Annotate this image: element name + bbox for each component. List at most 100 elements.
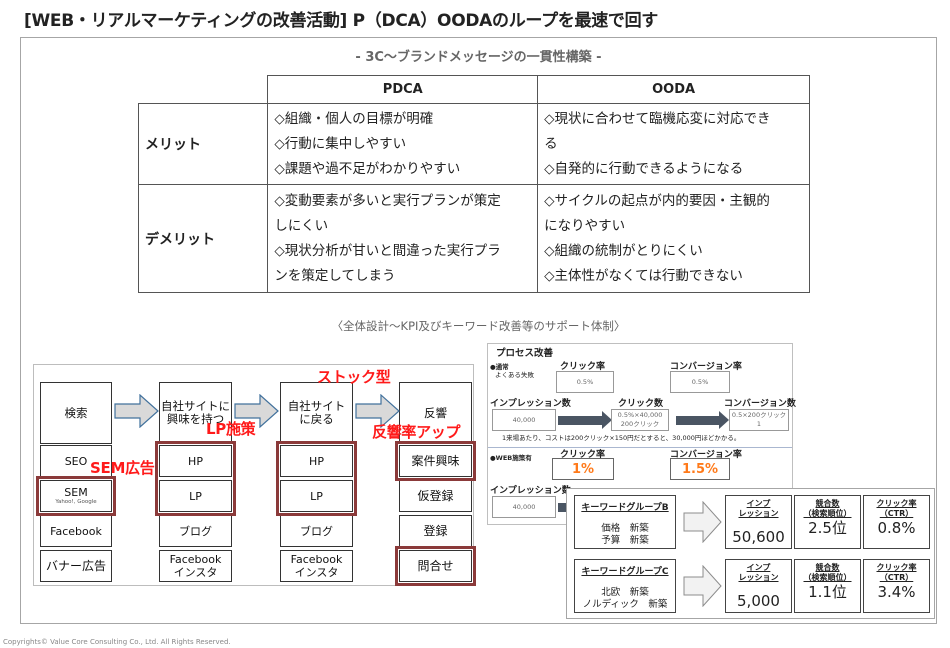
response-label: 仮登録 — [417, 488, 454, 503]
clicks-label: クリック数 — [618, 399, 664, 409]
cell-line: ◇自発的に行動できるようになる — [544, 160, 744, 177]
keyword-group-c: キーワードグループC 北欧 新築 ノルディック 新築 — [574, 559, 676, 613]
process-arrow-icon — [676, 411, 729, 429]
keyword-arrow-icon — [683, 501, 722, 543]
conv-line: 0.5×200クリック — [731, 411, 787, 419]
web-cvr-label: コンバージョン率 — [670, 450, 742, 460]
ctr-value: 3.4% — [877, 583, 916, 601]
response-registration: 登録 — [399, 515, 472, 547]
channel-label: Facebook — [50, 524, 102, 538]
channel-hp: HP — [159, 445, 232, 477]
row-label-merit: メリット — [137, 103, 269, 185]
web-cvr-box: 1.5% — [670, 458, 730, 480]
channel-label: Facebook — [169, 553, 222, 566]
demerit-ooda-cell: ◇サイクルの起点が内的要因・主観的 になりやすい ◇組織の統制がとりにくい ◇主… — [537, 184, 810, 293]
table-corner — [138, 75, 269, 104]
channel-label: LP — [310, 489, 323, 503]
process-title: プロセス改善 — [496, 348, 554, 359]
rank-value: 2.5位 — [808, 519, 847, 537]
support-heading: 〈全体設計〜KPI及びキーワード改善等のサポート体制〉 — [331, 319, 626, 333]
web-ctr-label: クリック率 — [560, 450, 606, 460]
cell-line: る — [544, 135, 558, 152]
metric-head: クリック率 — [876, 563, 917, 572]
impressions-value: 5,000 — [737, 592, 780, 610]
flow-arrow-icon — [234, 394, 279, 428]
channel-label: Facebook — [290, 553, 343, 566]
metric-head: （CTR） — [879, 508, 914, 518]
channel-label: LP — [189, 489, 202, 503]
channel-label: SEM — [64, 486, 88, 499]
merit-ooda-cell: ◇現状に合わせて臨機応変に対応でき る ◇自発的に行動できるようになる — [537, 103, 810, 185]
stage-label: 検索 — [64, 405, 88, 420]
stage-label: 自社サイト — [287, 399, 346, 413]
cell-line: ◇行動に集中しやすい — [274, 135, 407, 152]
metric-head: 競合数 — [815, 563, 840, 572]
normal-sublabel: よくある失敗 — [495, 371, 534, 379]
normal-cvr-box: 0.5% — [670, 371, 730, 393]
impressions-label: インプレッション数 — [490, 399, 571, 409]
normal-ctr-value: 0.5% — [576, 377, 594, 386]
metric-head: レッション — [738, 508, 779, 518]
channel-blog: ブログ — [280, 515, 353, 547]
impressions-value: 40,000 — [512, 415, 536, 424]
cell-line: ◇現状分析が甘いと間違った実行プラ — [274, 242, 501, 259]
channel-sublabel: Yahoo!, Google — [55, 499, 97, 505]
cell-line: ◇課題や過不足がわかりやすい — [274, 160, 461, 177]
row-label-demerit: デメリット — [137, 184, 269, 293]
metric-head: レッション — [738, 572, 779, 582]
web-impressions-value: 40,000 — [512, 502, 536, 511]
channel-facebook: Facebook — [40, 515, 112, 547]
metric-head: （検索順位） — [803, 572, 852, 582]
rank-metric: 競合数（検索順位） 1.1位 — [794, 559, 861, 613]
flow-arrow-icon — [114, 394, 159, 428]
column-header-ooda: OODA — [537, 75, 810, 104]
keyword-arrow-icon — [683, 565, 722, 607]
channel-hp: HP — [280, 445, 353, 477]
cell-line: ◇主体性がなくては行動できない — [544, 267, 743, 284]
metric-head: 競合数 — [815, 499, 840, 508]
cell-line: になりやすい — [544, 217, 626, 234]
response-label: 問合せ — [417, 558, 454, 573]
channel-blog: ブログ — [159, 515, 232, 547]
keyword-term: ノルディック 新築 — [582, 599, 668, 610]
annotation-sem: SEM広告 — [90, 459, 155, 477]
clicks-line: 200クリック — [620, 420, 660, 428]
web-ctr-value: 1% — [571, 461, 595, 477]
keyword-term: 予算 新築 — [601, 535, 649, 546]
conv-line: 1 — [756, 420, 762, 428]
keyword-term: 北欧 新築 — [601, 587, 649, 598]
highlight-interest — [395, 441, 476, 481]
conversions-box: 0.5×200クリック 1 — [729, 409, 789, 431]
table-row-merit: メリット ◇組織・個人の目標が明確 ◇行動に集中しやすい ◇課題や過不足がわかり… — [137, 103, 810, 185]
normal-cvr-value: 0.5% — [691, 377, 709, 386]
channel-label: バナー広告 — [45, 558, 106, 573]
table-header-row: PDCA OODA — [138, 75, 810, 104]
impressions-value: 50,600 — [732, 528, 785, 546]
copyright-footer: Copyrights© Value Core Consulting Co., L… — [3, 638, 231, 646]
metric-head: インプ — [746, 499, 771, 508]
channel-seo: SEO — [40, 445, 112, 477]
process-divider — [488, 447, 792, 448]
ctr-metric: クリック率（CTR） 0.8% — [863, 495, 930, 549]
keyword-group-panel: キーワードグループB 価格 新築 予算 新築 インプレッション 50,600 競… — [566, 488, 935, 619]
keyword-term: 価格 新築 — [601, 523, 649, 534]
response-label: 登録 — [423, 523, 448, 538]
channel-lp: LP — [159, 480, 232, 512]
process-arrow-icon — [558, 411, 612, 429]
highlight-sem — [36, 476, 116, 516]
channel-banner-ad: バナー広告 — [40, 550, 112, 582]
cell-line: しにくい — [274, 217, 329, 234]
column-header-pdca: PDCA — [267, 75, 539, 104]
channel-label: HP — [188, 454, 203, 468]
response-provisional: 仮登録 — [399, 480, 472, 512]
annotation-lp: LP施策 — [206, 420, 256, 438]
highlight-inquiry — [395, 546, 476, 586]
stage-label: に戻る — [299, 412, 334, 426]
metric-head: （CTR） — [879, 572, 914, 582]
channel-label: HP — [309, 454, 324, 468]
cell-line: ◇組織・個人の目標が明確 — [274, 110, 434, 127]
keyword-group-b: キーワードグループB 価格 新築 予算 新築 — [574, 495, 676, 549]
web-label: ●WEB施策有 — [490, 454, 532, 462]
cell-line: ◇現状に合わせて臨機応変に対応でき — [544, 110, 771, 127]
highlight-hp-lp-return — [276, 441, 357, 516]
